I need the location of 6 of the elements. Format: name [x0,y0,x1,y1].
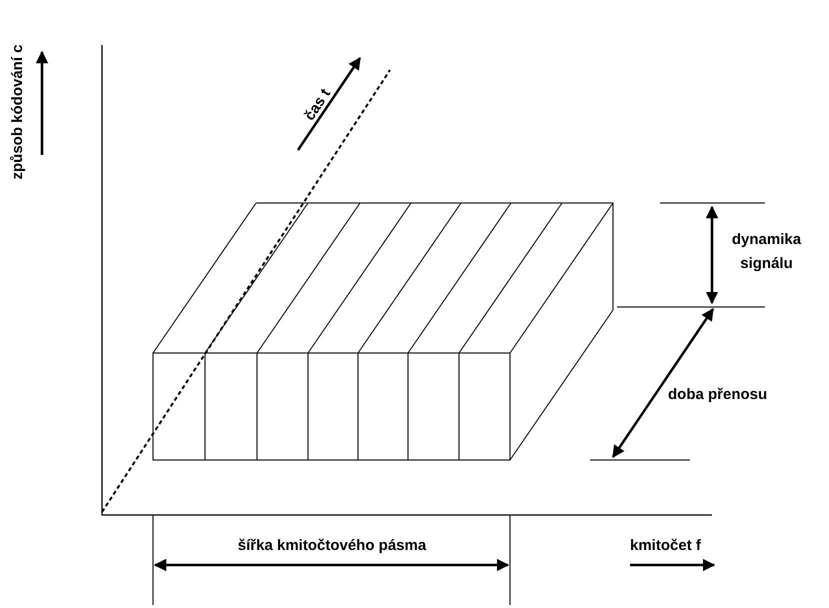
dimension-label: doba přenosu [668,386,768,404]
dimension-label: šířka kmitočtového pásma [238,537,426,555]
axis-label: způsob kódování c [9,44,27,180]
axis-label: kmitočet f [630,537,701,555]
axis-label: čas t [301,86,335,124]
dimension-label: dynamika signálu [730,230,802,274]
